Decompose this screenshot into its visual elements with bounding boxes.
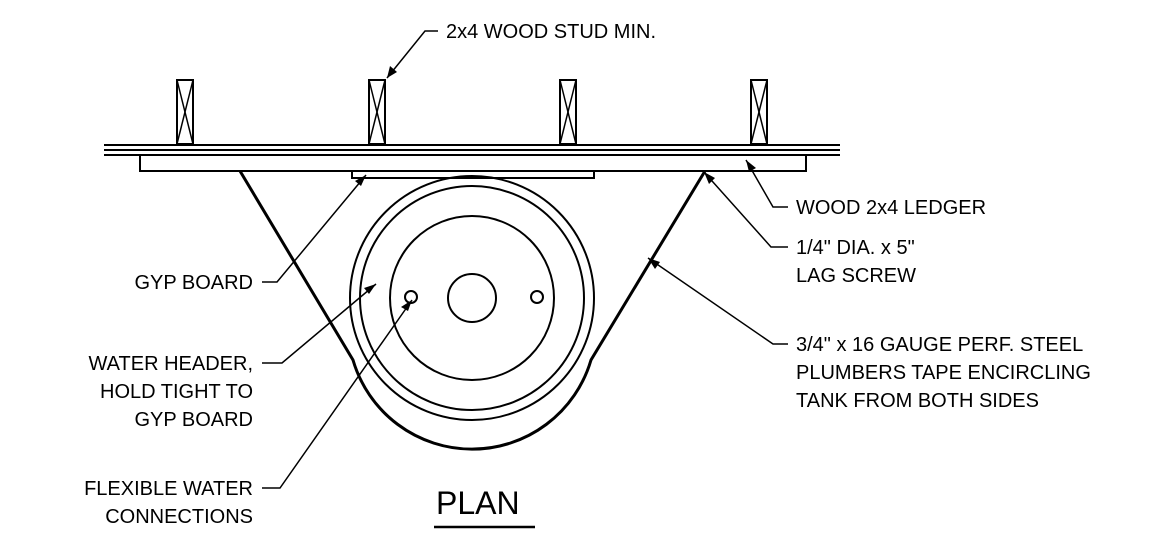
wood-ledger <box>139 154 807 172</box>
label-lag-1: 1/4" DIA. x 5" <box>796 237 915 259</box>
label-ledger: WOOD 2x4 LEDGER <box>796 197 986 219</box>
label-header-2: HOLD TIGHT TO <box>100 381 253 403</box>
stud-3 <box>559 79 577 145</box>
water-heater-tank <box>349 175 595 421</box>
label-flex-1: FLEXIBLE WATER <box>84 478 253 500</box>
stud-2 <box>368 79 386 145</box>
leaders <box>262 30 788 489</box>
label-lag-2: LAG SCREW <box>796 265 916 287</box>
water-header <box>351 170 595 179</box>
stud-4 <box>750 79 768 145</box>
label-tape-2: PLUMBERS TAPE ENCIRCLING <box>796 362 1091 384</box>
label-stud: 2x4 WOOD STUD MIN. <box>446 21 656 43</box>
connection-left <box>404 290 418 304</box>
label-gyp: GYP BOARD <box>134 272 253 294</box>
label-tape-3: TANK FROM BOTH SIDES <box>796 390 1039 412</box>
connection-right <box>530 290 544 304</box>
label-header-1: WATER HEADER, <box>89 353 253 375</box>
plumbers-tape <box>238 170 707 451</box>
stud-1 <box>176 79 194 145</box>
wall <box>104 144 840 156</box>
label-header-3: GYP BOARD <box>134 409 253 431</box>
drawing-title: PLAN <box>436 485 520 521</box>
flue-center <box>447 273 497 323</box>
label-flex-2: CONNECTIONS <box>105 506 253 528</box>
label-tape-1: 3/4" x 16 GAUGE PERF. STEEL <box>796 334 1083 356</box>
wood-studs <box>176 79 768 145</box>
